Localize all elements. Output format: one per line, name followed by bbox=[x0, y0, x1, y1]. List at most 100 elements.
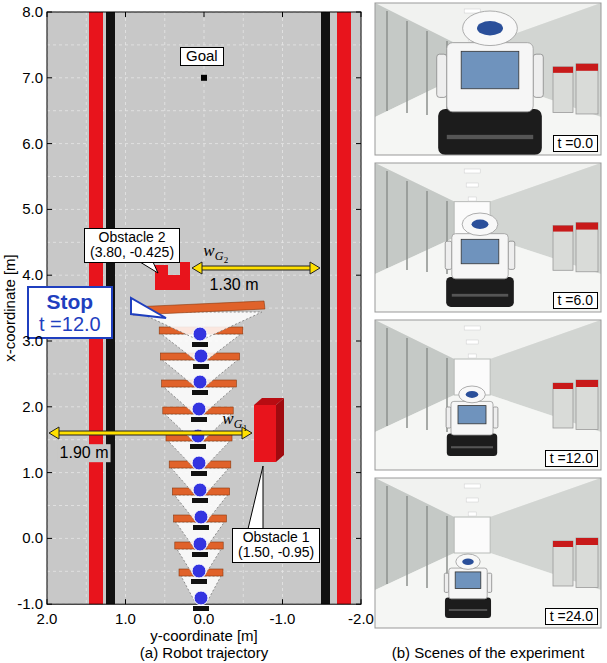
callout-text: Stop bbox=[39, 290, 101, 313]
robot-face bbox=[462, 558, 474, 564]
callout-tail bbox=[140, 262, 158, 273]
robot-body bbox=[451, 401, 493, 435]
photo-ground bbox=[375, 163, 601, 312]
callout-box: Obstacle 1(1.50, -0.95) bbox=[232, 528, 320, 563]
dimension-line bbox=[55, 431, 246, 436]
robot-screen bbox=[461, 51, 519, 88]
robot-base bbox=[192, 552, 208, 557]
robot-body bbox=[452, 234, 508, 279]
robot-arm bbox=[508, 241, 515, 269]
tick bbox=[356, 341, 361, 342]
robot-arm bbox=[493, 407, 498, 428]
arrow-head bbox=[192, 262, 202, 274]
time-label-box: t =6.0 bbox=[553, 292, 598, 309]
trash-lid bbox=[553, 541, 573, 547]
robot-arm bbox=[446, 407, 451, 428]
trash-lid bbox=[553, 383, 573, 389]
door-frame bbox=[406, 338, 408, 428]
dimension: 1.30 m bbox=[210, 276, 259, 294]
callout-text: Obstacle 2 bbox=[90, 230, 174, 245]
robot-head bbox=[463, 11, 518, 46]
door-frame bbox=[386, 486, 388, 584]
tick-label: 4.0 bbox=[22, 267, 43, 284]
robot-head bbox=[456, 554, 480, 569]
trash-lid bbox=[576, 64, 598, 71]
robot-base bbox=[446, 277, 514, 307]
trash-bin bbox=[553, 541, 573, 586]
callout-box: Goal bbox=[180, 47, 224, 66]
ceiling-light bbox=[466, 498, 478, 502]
tick bbox=[47, 599, 48, 604]
robot-stripe bbox=[447, 135, 533, 139]
robot-base bbox=[191, 417, 207, 422]
subcaption: (a) Robot trajectory bbox=[140, 645, 268, 662]
robot-base bbox=[192, 342, 208, 347]
robot-face bbox=[477, 21, 503, 35]
symbol: w bbox=[203, 242, 214, 261]
trash-lid bbox=[553, 226, 573, 232]
robot-face bbox=[466, 391, 479, 398]
robot-base bbox=[191, 579, 207, 584]
robot-base bbox=[191, 471, 207, 476]
door-frame bbox=[426, 191, 428, 272]
robot-arm bbox=[437, 54, 447, 97]
robot-base bbox=[445, 598, 491, 618]
robot-screen bbox=[461, 239, 499, 263]
trash-bin bbox=[553, 67, 573, 113]
callout-text: Goal bbox=[186, 48, 218, 65]
callout-text: Obstacle 1 bbox=[238, 530, 314, 545]
tick bbox=[282, 12, 283, 17]
robot-position bbox=[192, 402, 206, 416]
obstacle-shape bbox=[155, 262, 190, 290]
robot-arm bbox=[487, 573, 491, 592]
tick bbox=[47, 77, 52, 78]
tick bbox=[125, 599, 126, 604]
robot-face bbox=[472, 220, 489, 229]
trash-bin bbox=[576, 64, 598, 114]
tick bbox=[47, 472, 52, 473]
callout-box: Obstacle 2(3.80, -0.425) bbox=[84, 228, 180, 263]
robot-base bbox=[438, 109, 542, 155]
tick bbox=[47, 209, 52, 210]
time-label-box: t =12.0 bbox=[545, 450, 598, 467]
robot-position bbox=[193, 483, 207, 497]
tick bbox=[47, 275, 52, 276]
tick-label: -1.0 bbox=[270, 611, 296, 628]
photo-frame bbox=[375, 3, 601, 155]
tick-label: 1.0 bbox=[115, 611, 136, 628]
photo-ground bbox=[375, 320, 601, 470]
trash-bin bbox=[553, 383, 573, 428]
robot-base bbox=[192, 498, 208, 503]
tick-label: 2.0 bbox=[22, 399, 43, 416]
dimension: 1.90 m bbox=[58, 444, 111, 462]
robot-stripe bbox=[451, 446, 493, 448]
robot-arm bbox=[445, 241, 452, 269]
axis-title: y-coordinate [m] bbox=[150, 628, 258, 645]
tick bbox=[356, 143, 361, 144]
robot-position bbox=[193, 537, 207, 551]
robot-base bbox=[193, 525, 209, 530]
tick bbox=[361, 599, 362, 604]
tick bbox=[356, 472, 361, 473]
ceiling-light bbox=[464, 326, 480, 330]
ceiling-light bbox=[464, 169, 480, 173]
photo-frame bbox=[375, 478, 601, 628]
door-frame bbox=[426, 348, 428, 430]
tick bbox=[125, 12, 126, 17]
tick bbox=[47, 12, 48, 17]
robot-stripe bbox=[449, 609, 487, 611]
tick-label: 3.0 bbox=[22, 333, 43, 350]
tick-label: 7.0 bbox=[22, 70, 43, 87]
tick bbox=[356, 604, 361, 605]
ceiling-light bbox=[468, 512, 476, 516]
ceiling-light bbox=[468, 197, 476, 201]
robot-position bbox=[192, 564, 206, 578]
trash-bin bbox=[553, 226, 573, 271]
door-frame bbox=[426, 31, 428, 115]
axis-title: x-coordinate [m] bbox=[2, 254, 19, 362]
symbol: G bbox=[234, 418, 243, 431]
trash-lid bbox=[576, 380, 598, 387]
tick bbox=[47, 143, 52, 144]
robot-base bbox=[447, 434, 497, 456]
tick-label: 5.0 bbox=[22, 201, 43, 218]
